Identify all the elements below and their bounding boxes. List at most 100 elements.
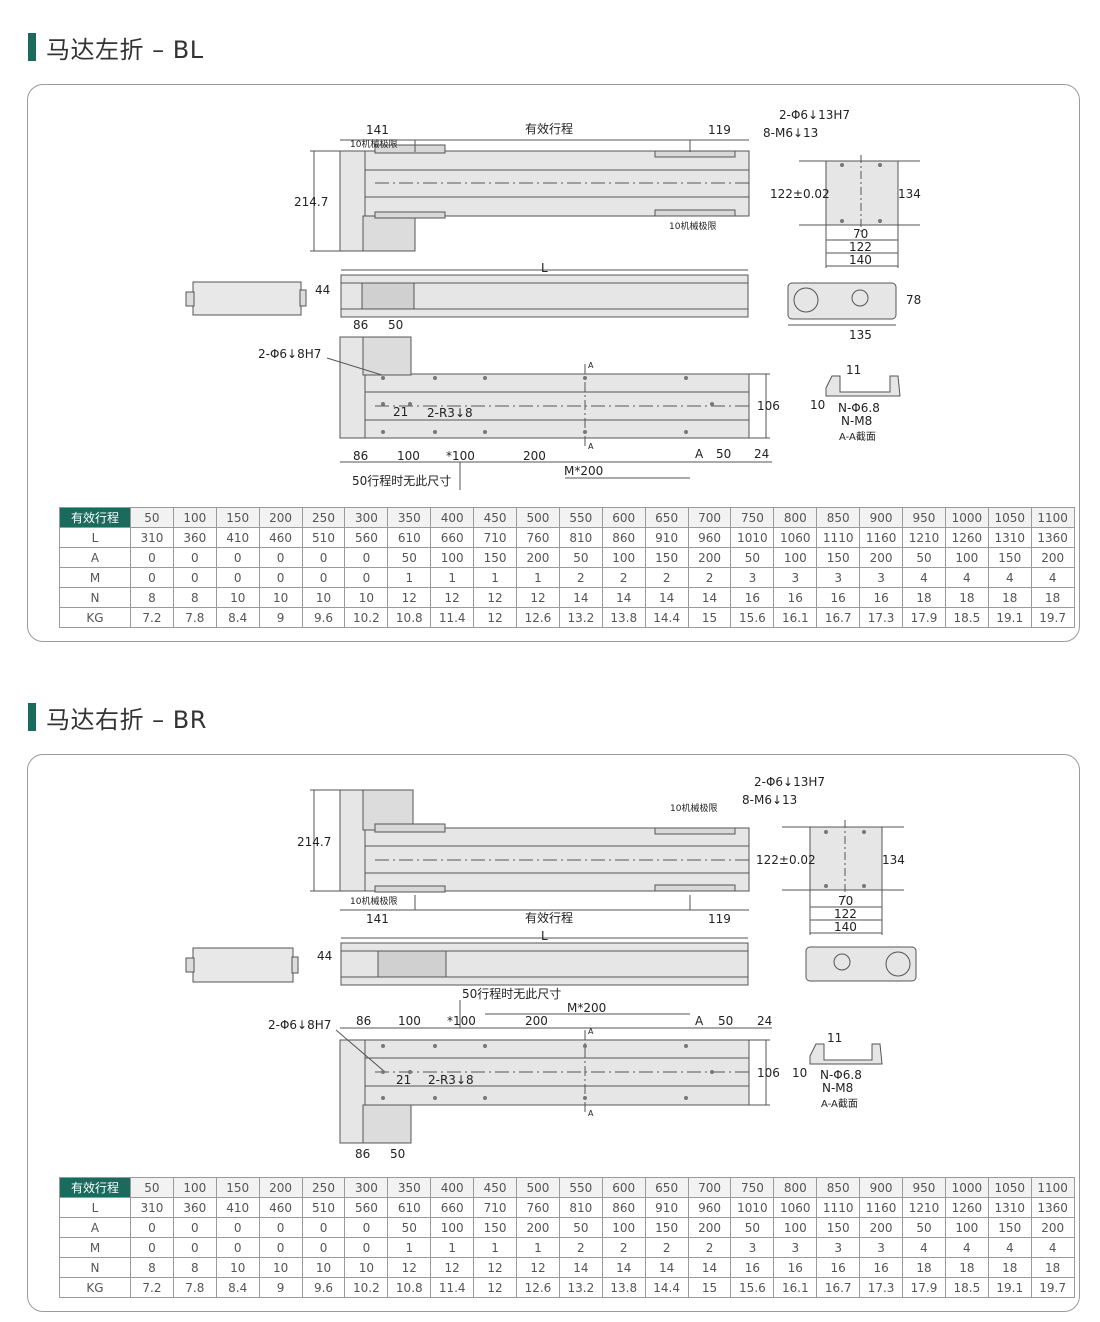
table-cell: 100: [773, 547, 818, 568]
section-mark-a1: A: [588, 1027, 594, 1036]
table-cell: 0: [130, 1217, 174, 1238]
table-cell: 0: [301, 1217, 346, 1238]
dim-119: 119: [708, 912, 731, 926]
label-limit-1: 10机械极限: [670, 802, 717, 814]
table-cell: 0: [172, 1217, 217, 1238]
table-cell: 150: [644, 1217, 689, 1238]
table-cell: 450: [473, 507, 518, 528]
dim-44: 44: [317, 949, 332, 963]
label-hole-2: 8-M6↓13: [742, 793, 797, 807]
table-cell: 3: [773, 1237, 818, 1258]
dim-L: L: [541, 261, 548, 275]
label-limit-2: 10机械极限: [669, 220, 716, 232]
table-cell: 0: [172, 1237, 217, 1258]
dim-100-star: *100: [446, 449, 475, 463]
section-mark-a2: A: [588, 1109, 594, 1118]
dim-M200: M*200: [567, 1001, 606, 1015]
table-cell: 0: [130, 1237, 174, 1258]
table-cell: 13.8: [601, 607, 646, 628]
table-cell: 13.2: [558, 1277, 603, 1298]
table-cell: 14: [644, 1257, 689, 1278]
table-cell: 12: [516, 587, 560, 608]
table-cell: 4: [987, 1237, 1032, 1258]
side-view-body: [340, 942, 749, 986]
table-cell: 14: [601, 587, 646, 608]
table-cell: 1000: [944, 1177, 989, 1198]
table-cell: 16.1: [773, 1277, 818, 1298]
table-cell: 310: [130, 1197, 174, 1218]
table-cell: 500: [516, 507, 560, 528]
section-mark-a2: A: [588, 442, 594, 451]
end-view-side: [805, 946, 917, 982]
sec-dim-11: 11: [827, 1031, 842, 1045]
end-view-plate: [809, 826, 883, 891]
dim-122-tol: 122±0.02: [770, 187, 830, 201]
table-cell: 910: [644, 527, 689, 548]
table-cell: 450: [473, 1177, 518, 1198]
table-cell: 200: [1030, 547, 1075, 568]
table-cell: 18: [902, 1257, 946, 1278]
dim-70: 70: [853, 227, 868, 241]
row-label: N: [59, 1257, 131, 1278]
table-cell: 16.7: [816, 607, 861, 628]
label-pin: 2-Φ6↓8H7: [268, 1018, 331, 1032]
end-view-plate: [825, 160, 899, 226]
dim-141: 141: [366, 912, 389, 926]
table-cell: 2: [687, 1237, 732, 1258]
motor-bottom: [362, 1104, 412, 1144]
table-cell: 910: [644, 1197, 689, 1218]
sec-label-nm8: N-M8: [841, 414, 872, 428]
label-limit-2: 10机械极限: [350, 895, 397, 907]
label-limit-1: 10机械极限: [350, 138, 397, 150]
dim-134: 134: [882, 853, 905, 867]
table-cell: 2: [601, 1237, 646, 1258]
table-cell: 1160: [859, 1197, 904, 1218]
table-cell: 16: [816, 1257, 861, 1278]
drawing-bl: 141 有效行程 119 10机械极限 10机械极限 214.7 2-Φ6↓13…: [185, 108, 921, 490]
table-cell: 0: [301, 1237, 346, 1258]
table-cell: 4: [902, 1237, 946, 1258]
sec-label-nm8: N-M8: [822, 1081, 853, 1095]
table-cell: 13.8: [601, 1277, 646, 1298]
table-cell: 4: [1030, 1237, 1075, 1258]
table-cell: 200: [1030, 1217, 1075, 1238]
table-cell: 10: [258, 1257, 303, 1278]
dim-106: 106: [757, 399, 780, 413]
table-cell: 50: [387, 547, 432, 568]
motor-flange-bottom: [339, 1039, 366, 1144]
table-cell: 7.2: [130, 1277, 174, 1298]
dim-A: A: [695, 447, 704, 461]
table-cell: 400: [430, 507, 475, 528]
section-title-text: 马达左折 – BL: [46, 35, 204, 64]
table-cell: 700: [687, 1177, 732, 1198]
table-cell: 0: [344, 1237, 389, 1258]
dim-100-star: *100: [447, 1014, 476, 1028]
table-cell: 360: [172, 1197, 217, 1218]
dim-135: 135: [849, 328, 872, 342]
table-cell: 9: [258, 1277, 303, 1298]
motor-top: [362, 789, 414, 831]
table-cell: 50: [730, 1217, 775, 1238]
sec-label-aa: A-A截面: [821, 1097, 858, 1110]
table-cell: 50: [130, 1177, 174, 1198]
table-cell: 15: [687, 1277, 732, 1298]
table-cell: 810: [558, 1197, 603, 1218]
table-cell: 350: [387, 507, 432, 528]
table-cell: 250: [301, 1177, 346, 1198]
table-cell: 200: [516, 1217, 560, 1238]
table-cell: 14: [687, 1257, 732, 1278]
table-cell: 300: [344, 507, 389, 528]
sec-dim-10: 10: [810, 398, 825, 412]
table-cell: 11.4: [430, 607, 475, 628]
label-pin: 2-Φ6↓8H7: [258, 347, 321, 361]
table-cell: 1010: [730, 1197, 775, 1218]
dim-44: 44: [315, 283, 330, 297]
table-cell: 1060: [773, 527, 818, 548]
row-label: KG: [59, 607, 131, 628]
